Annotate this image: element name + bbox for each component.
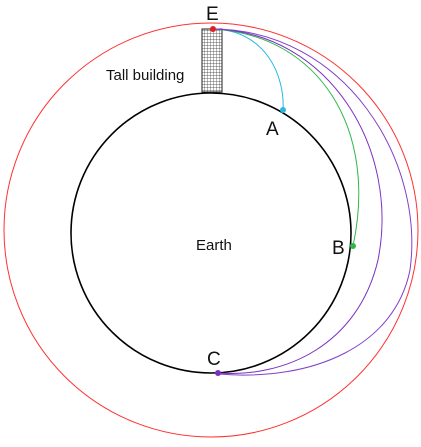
trajectory-outer [212,28,413,376]
point-b-label: B [332,238,345,259]
point-e-marker [210,26,216,32]
point-a-marker [280,107,286,113]
trajectory-to-b [212,28,360,247]
earth-circle [70,92,352,374]
point-c-marker [215,370,221,376]
trajectory-to-c [212,28,383,374]
point-c-label: C [207,349,221,370]
earth-label: Earth [196,237,232,254]
point-e-label: E [206,4,219,25]
point-b-marker [350,243,356,249]
tall-building [201,28,223,93]
building-label: Tall building [106,67,184,84]
point-a-label: A [266,119,279,140]
outer-orbit-circle [3,22,419,438]
